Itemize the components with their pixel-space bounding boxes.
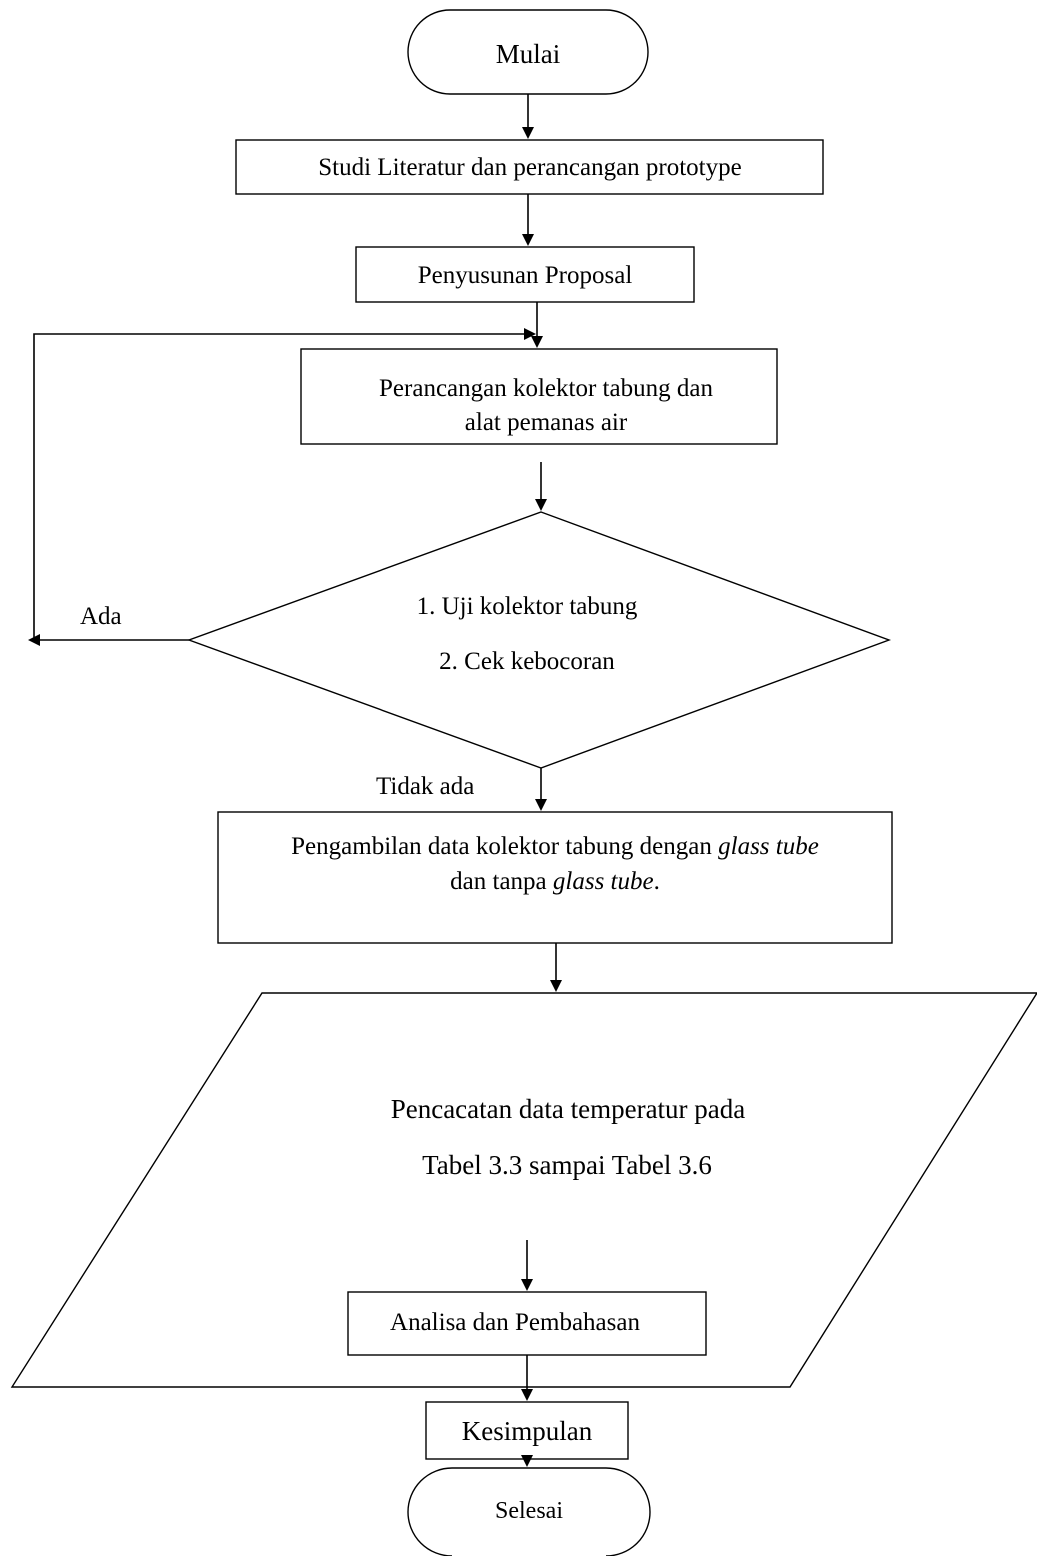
collect-line1-text: Pengambilan data kolektor tabung dengan bbox=[291, 833, 718, 860]
start-label: Mulai bbox=[496, 39, 561, 69]
collect-line2-suffix: . bbox=[654, 868, 660, 895]
record-label-line1: Pencacatan data temperatur pada bbox=[391, 1094, 746, 1124]
collect-process: Pengambilan data kolektor tabung dengan … bbox=[217, 811, 893, 944]
collect-label-line1: Pengambilan data kolektor tabung dengan … bbox=[291, 833, 819, 860]
edge-no-label: Tidak ada bbox=[376, 773, 474, 800]
proposal-process: Penyusunan Proposal bbox=[355, 246, 695, 303]
design-label-line2: alat pemanas air bbox=[465, 409, 628, 436]
test-label-line1: 1. Uji kolektor tabung bbox=[417, 593, 638, 620]
collect-line1-italic: glass tube bbox=[718, 833, 819, 860]
collect-label-line2: dan tanpa glass tube. bbox=[450, 868, 660, 895]
edge-yes-label: Ada bbox=[80, 603, 122, 630]
collect-line2-italic: glass tube bbox=[553, 868, 654, 895]
conclusion-label: Kesimpulan bbox=[462, 1416, 593, 1446]
collect-line2-text: dan tanpa bbox=[450, 868, 553, 895]
conclusion-process: Kesimpulan bbox=[425, 1401, 629, 1460]
record-label-line2: Tabel 3.3 sampai Tabel 3.6 bbox=[422, 1150, 712, 1180]
analysis-process: Analisa dan Pembahasan bbox=[347, 1291, 707, 1356]
record-io: Pencacatan data temperatur pada Tabel 3.… bbox=[10, 992, 1037, 1388]
study-label: Studi Literatur dan perancangan prototyp… bbox=[318, 154, 741, 181]
test-label-line2: 2. Cek kebocoran bbox=[439, 648, 615, 675]
test-decision: 1. Uji kolektor tabung 2. Cek kebocoran bbox=[186, 511, 892, 769]
edge-feedback-loop bbox=[33, 328, 536, 640]
end-label: Selesai bbox=[495, 1498, 563, 1524]
start-terminal: Mulai bbox=[407, 9, 649, 95]
end-terminal: Selesai bbox=[407, 1467, 651, 1556]
study-process: Studi Literatur dan perancangan prototyp… bbox=[235, 139, 824, 195]
analysis-label: Analisa dan Pembahasan bbox=[390, 1309, 640, 1336]
design-process: Perancangan kolektor tabung dan alat pem… bbox=[300, 348, 778, 445]
proposal-label: Penyusunan Proposal bbox=[418, 262, 633, 289]
design-label-line1: Perancangan kolektor tabung dan bbox=[379, 375, 713, 402]
